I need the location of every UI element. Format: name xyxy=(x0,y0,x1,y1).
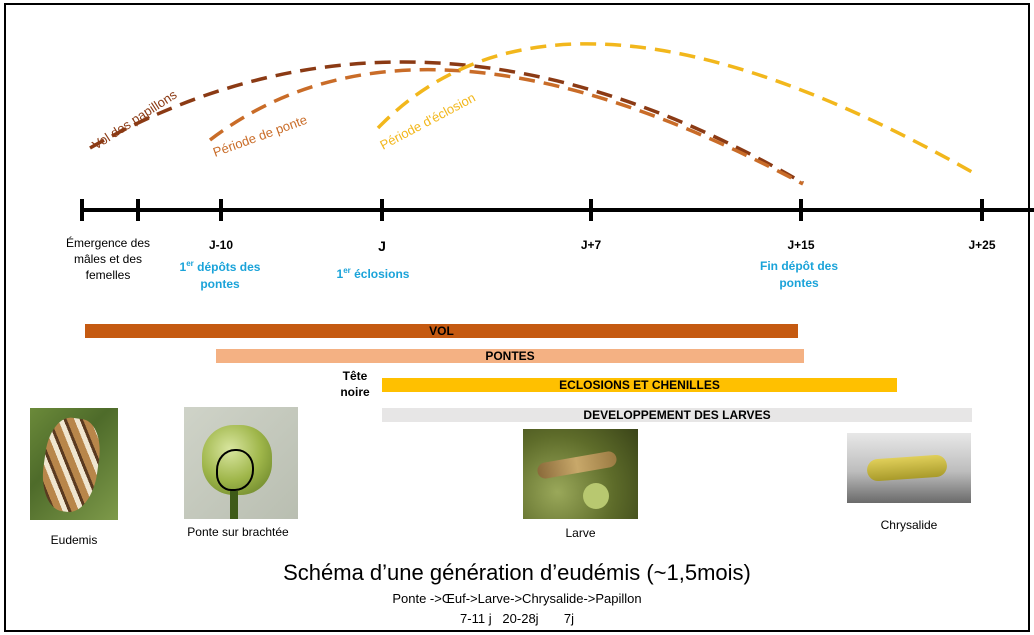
chrysalide-image xyxy=(847,433,971,503)
arc-ponte xyxy=(208,68,804,186)
ponte-image xyxy=(184,407,298,519)
diagram-frame xyxy=(4,3,1030,632)
caption-larve: Larve xyxy=(565,526,596,540)
eudemis-image xyxy=(30,408,118,520)
arc-vol xyxy=(89,60,804,185)
caption-eudemis: Eudemis xyxy=(50,533,98,547)
arc-eclosion xyxy=(376,42,973,174)
caption-ponte: Ponte sur brachtée xyxy=(187,525,289,539)
cycle-line: Ponte ->Œuf->Larve->Chrysalide->Papillon xyxy=(392,591,642,606)
bar-vol: VOL xyxy=(85,324,798,338)
event-first-depot: 1er dépôts des pontes xyxy=(179,259,261,291)
label-j-plus-7: J+7 xyxy=(580,238,602,252)
diagram-title: Schéma d’une génération d’eudémis (~1,5m… xyxy=(283,560,751,585)
label-j-plus-15: J+15 xyxy=(787,238,815,252)
arc-label-eclosion: Période d'éclosion xyxy=(377,90,477,153)
arc-label-ponte: Période de ponte xyxy=(211,112,309,160)
label-emergence: Émergence des mâles et des femelles xyxy=(65,236,151,283)
label-tete-noire: Tête noire xyxy=(340,369,370,400)
bar-larves: DEVELOPPEMENT DES LARVES xyxy=(382,408,972,422)
larve-image xyxy=(523,429,638,519)
label-j-minus-10: J-10 xyxy=(208,238,234,252)
arc-label-vol: Vol des papillons xyxy=(89,87,179,153)
bar-eclosions: ECLOSIONS ET CHENILLES xyxy=(382,378,897,392)
event-first-eclosions: 1er éclosions xyxy=(336,266,410,281)
label-j-plus-25: J+25 xyxy=(968,238,996,252)
bar-pontes: PONTES xyxy=(216,349,804,363)
event-fin-depot: Fin dépôt des pontes xyxy=(760,259,838,290)
durations-line: 7-11 j 20-28j 7j xyxy=(460,611,574,626)
caption-chrysalide: Chrysalide xyxy=(880,518,938,532)
label-j: J xyxy=(378,238,386,254)
